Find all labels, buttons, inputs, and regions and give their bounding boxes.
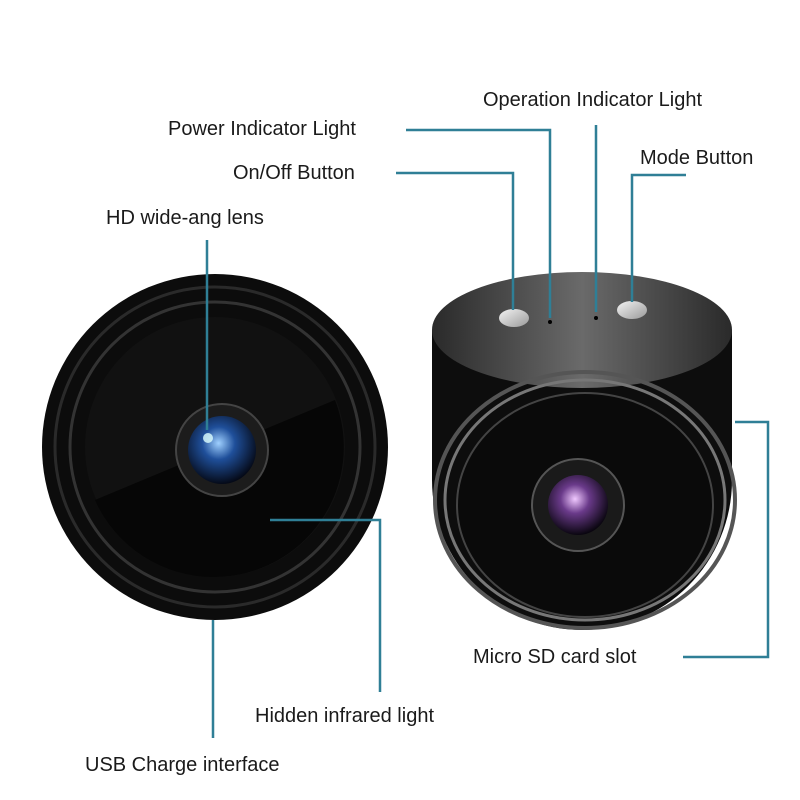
label-operation-indicator: Operation Indicator Light [483,89,703,111]
hd-lens-icon [188,416,256,484]
operation-led-icon [594,316,598,320]
on-off-button-icon [499,309,529,327]
label-infrared: Hidden infrared light [255,705,434,727]
label-power-indicator: Power Indicator Light [168,118,356,140]
power-led-icon [548,320,552,324]
label-hd-lens: HD wide-ang lens [106,207,264,229]
leader-infrared [270,518,382,692]
leader-mode [630,173,686,302]
leader-sd [683,420,770,659]
rear-lens-icon [548,475,608,535]
label-usb: USB Charge interface [85,754,280,776]
mode-button-icon [617,301,647,319]
label-sd-slot: Micro SD card slot [473,646,637,668]
leader-power [406,128,552,318]
label-mode-button: Mode Button [640,147,754,169]
label-on-off-button: On/Off Button [233,162,355,184]
right-camera-angled [432,272,737,630]
leader-lines [205,125,770,738]
leader-onoff [396,171,515,310]
left-camera-front [42,274,388,620]
